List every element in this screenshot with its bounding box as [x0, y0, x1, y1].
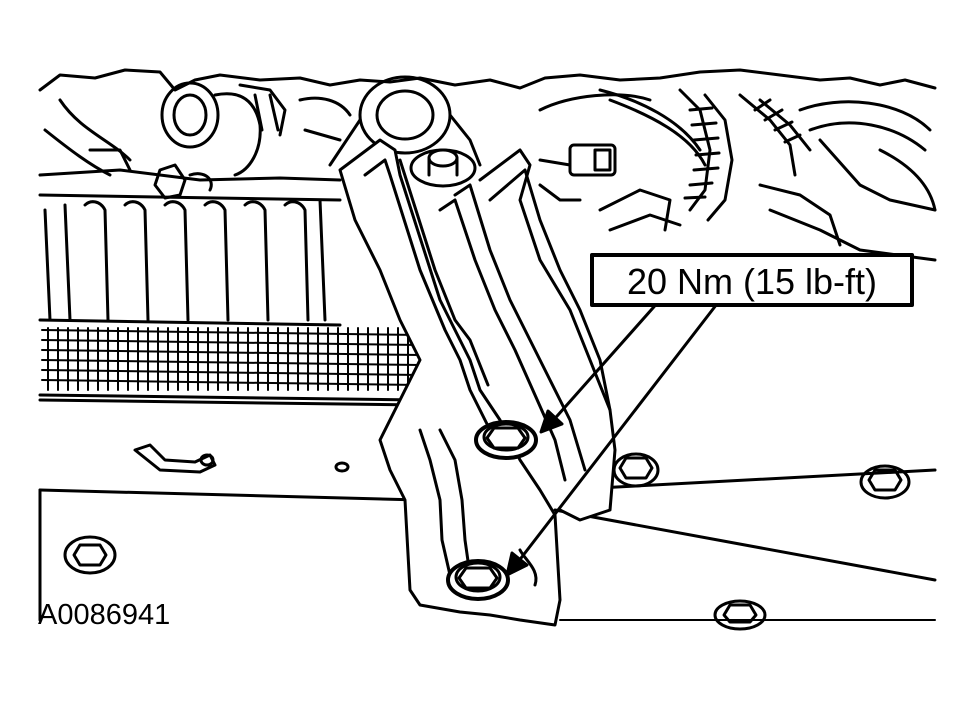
radiator-core [38, 168, 422, 402]
callout-box [590, 253, 914, 307]
leader-arrows [505, 298, 722, 577]
torque-callout: 20 Nm (15 lb-ft) [590, 253, 914, 307]
torque-bolt-upper [474, 420, 538, 460]
arrowhead-lower [505, 551, 529, 577]
leader-line-lower [516, 298, 722, 564]
radiator-support-panel [38, 398, 937, 631]
connector [568, 143, 617, 177]
support-bracket [338, 138, 617, 627]
torque-spec-label: 20 Nm (15 lb-ft) [627, 261, 877, 302]
figure-id-label: A0086941 [38, 599, 170, 631]
intake-tube [358, 75, 452, 155]
hose-clamp-left [160, 81, 220, 149]
retaining-clip [133, 443, 217, 474]
engine-bay-background [38, 68, 937, 262]
leader-line-upper [548, 298, 662, 426]
panel-bolt-right-2 [859, 464, 911, 500]
panel-bolt-bottom [713, 599, 767, 631]
arrowhead-upper [539, 409, 564, 434]
torque-bolt-lower [446, 559, 510, 601]
panel-bolt-left [63, 535, 117, 575]
